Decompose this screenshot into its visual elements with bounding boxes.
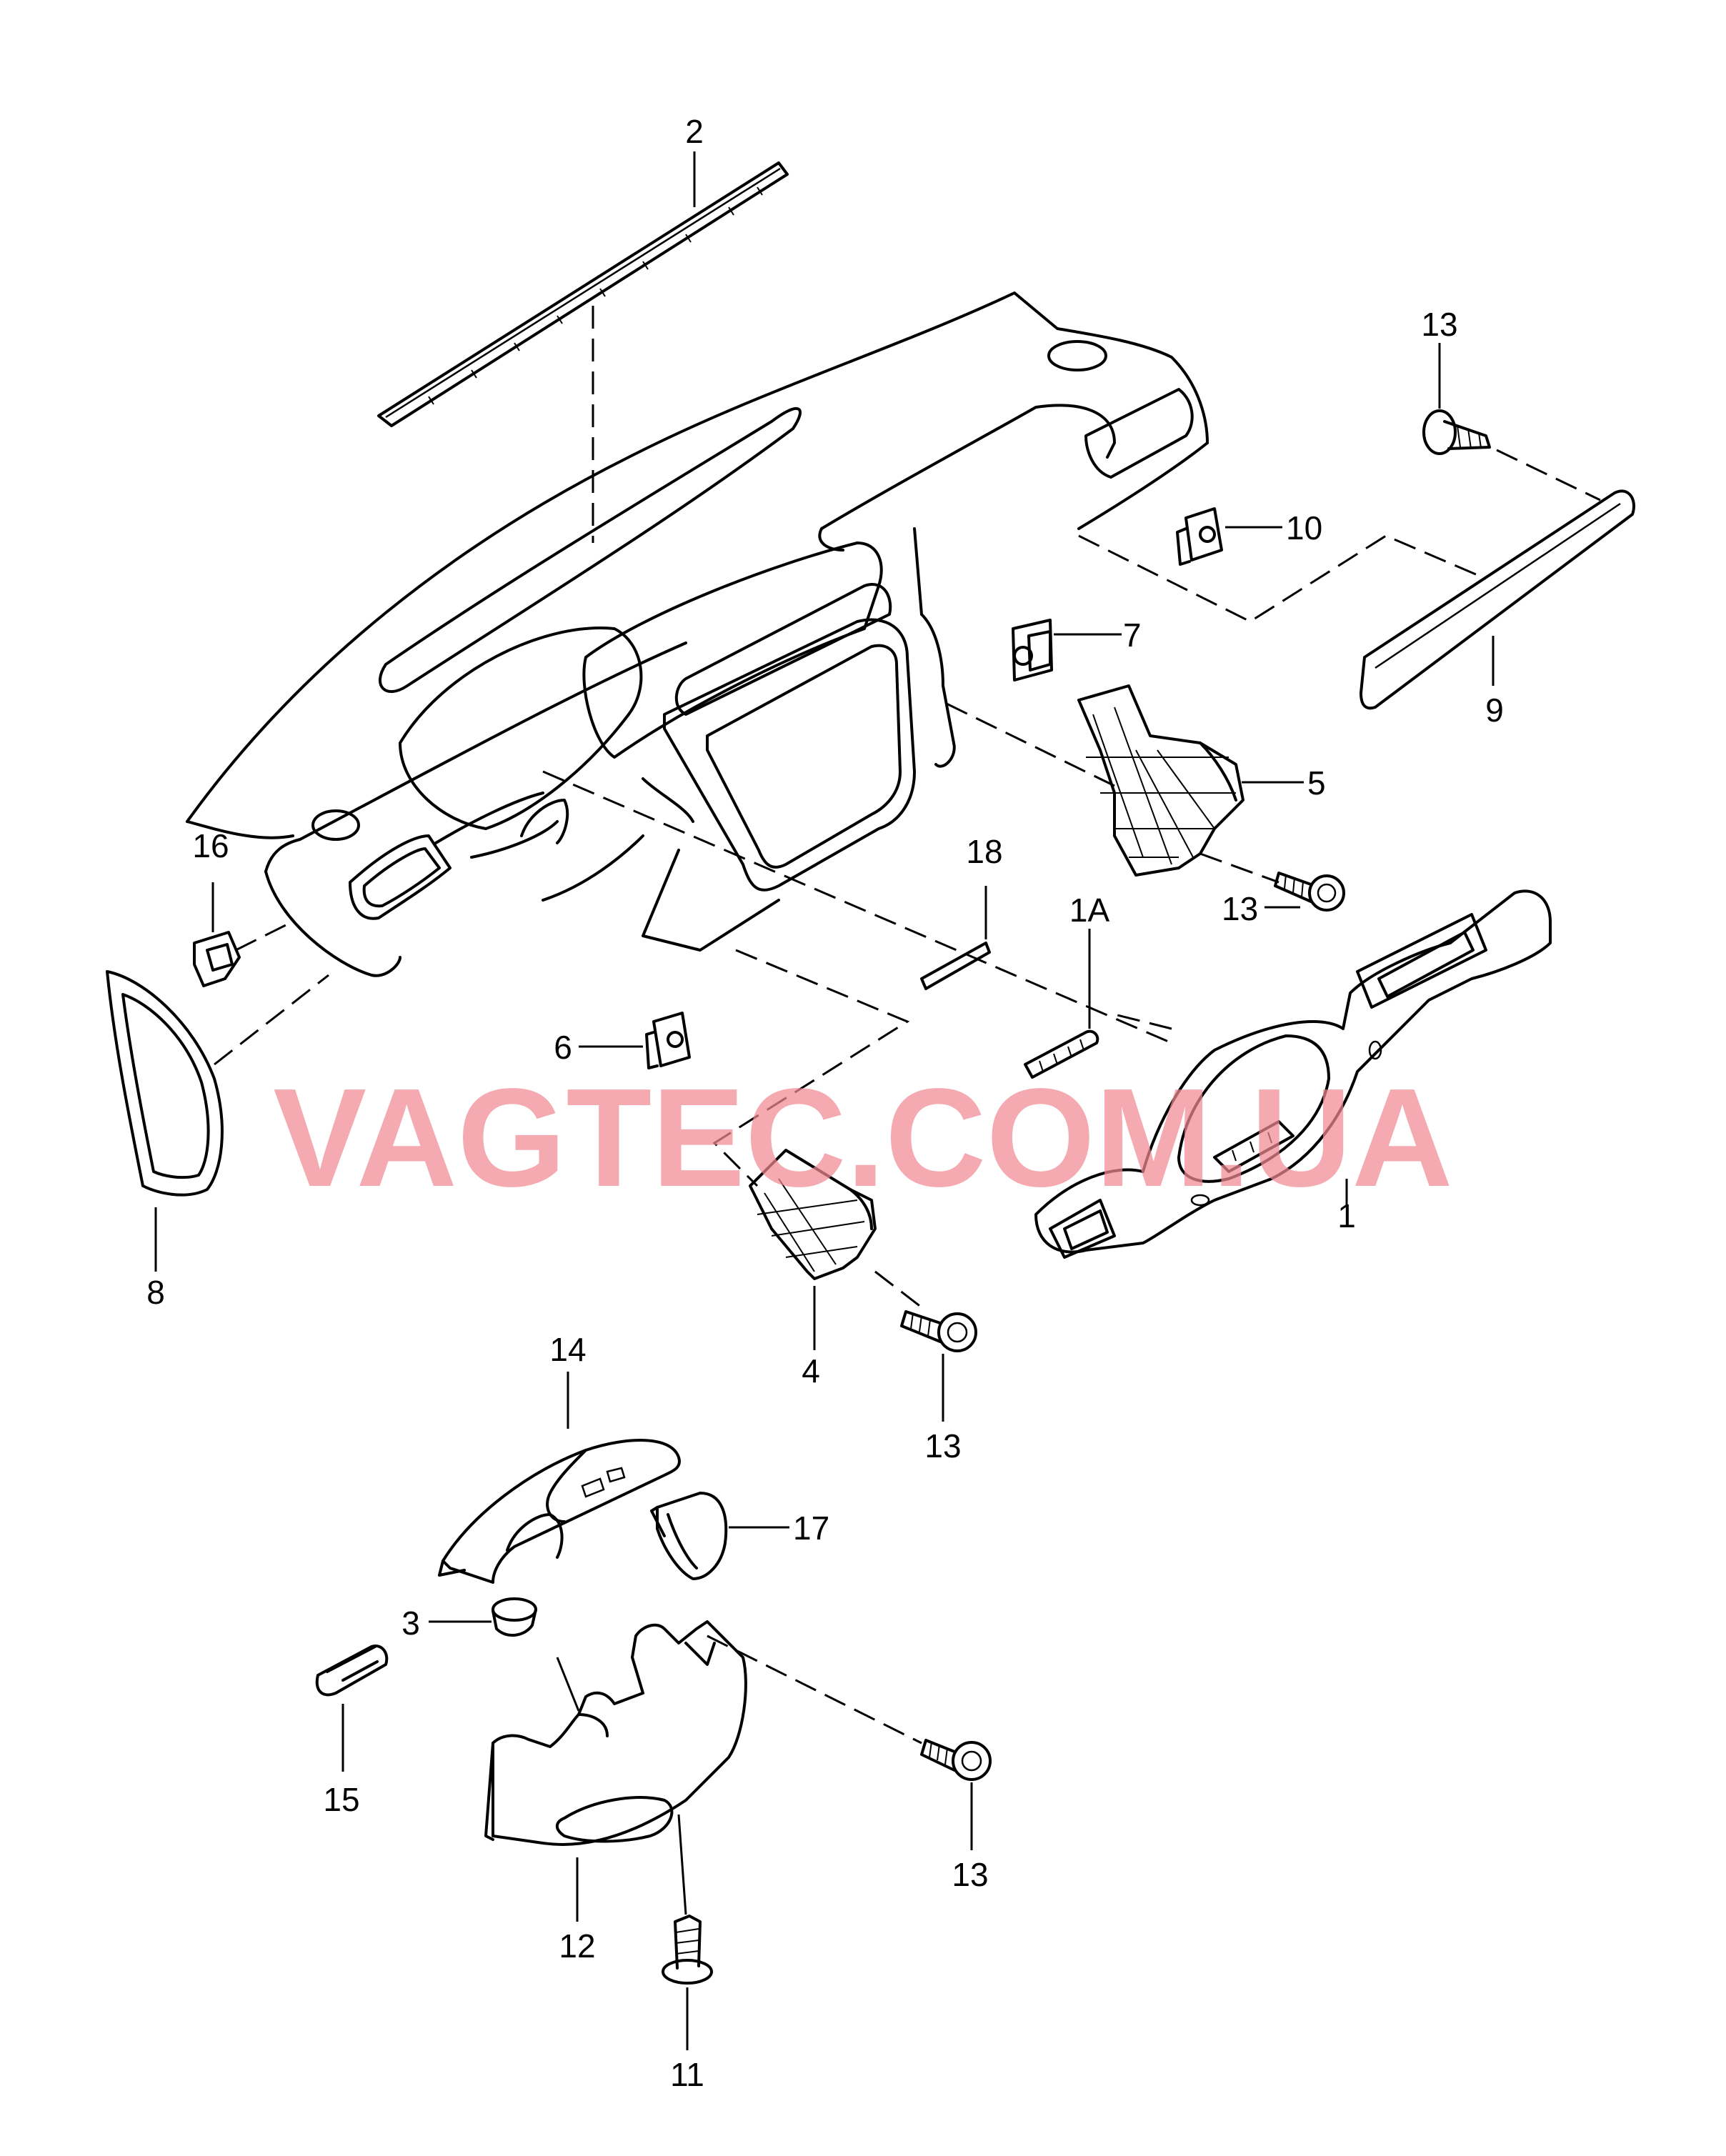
callout-13-top: 13 bbox=[1421, 306, 1457, 343]
callout-1: 1 bbox=[1337, 1197, 1356, 1234]
callout-6: 6 bbox=[554, 1029, 572, 1066]
cap-3 bbox=[492, 1597, 537, 1637]
watermark: VAGTEC.COM.UA bbox=[273, 1059, 1452, 1216]
screw-13-mid bbox=[1274, 872, 1345, 912]
callout-18: 18 bbox=[966, 833, 1002, 870]
callout-15: 15 bbox=[323, 1781, 359, 1818]
clip-10 bbox=[1176, 507, 1223, 566]
screw-13-lower bbox=[920, 1739, 992, 1781]
dashboard-panel bbox=[186, 291, 1209, 977]
leader-lines bbox=[154, 151, 1495, 2050]
screw-11 bbox=[662, 1915, 713, 1985]
end-cap-8 bbox=[106, 970, 224, 1197]
callout-7: 7 bbox=[1123, 617, 1142, 654]
callout-labels: 2 13 10 7 9 5 13 18 1A 1 16 8 6 4 13 14 … bbox=[146, 113, 1504, 2093]
callout-13-lower: 13 bbox=[952, 1856, 988, 1893]
callout-11: 11 bbox=[670, 2056, 704, 2093]
callout-3: 3 bbox=[401, 1604, 420, 1642]
column-shroud-upper-14 bbox=[438, 1439, 681, 1584]
clip-6 bbox=[645, 1012, 691, 1069]
callout-14: 14 bbox=[549, 1331, 586, 1368]
trim-strip-9 bbox=[1360, 489, 1635, 710]
callout-5: 5 bbox=[1307, 764, 1326, 802]
callout-1a: 1A bbox=[1069, 892, 1110, 929]
screw-13-center bbox=[900, 1310, 977, 1352]
callout-8: 8 bbox=[146, 1274, 165, 1311]
callout-13-mid: 13 bbox=[1222, 890, 1258, 927]
bracket-1a bbox=[1024, 1029, 1099, 1079]
assembly-lines bbox=[214, 306, 1601, 1745]
callout-12: 12 bbox=[559, 1927, 595, 1965]
callout-16: 16 bbox=[192, 827, 229, 864]
screw-13-top bbox=[1422, 409, 1491, 455]
callout-2: 2 bbox=[685, 113, 704, 150]
callout-13-center: 13 bbox=[924, 1427, 961, 1464]
strip-18 bbox=[920, 942, 991, 990]
clip-16 bbox=[193, 931, 241, 987]
callout-17: 17 bbox=[793, 1509, 829, 1547]
clip-15 bbox=[315, 1645, 389, 1697]
callout-9: 9 bbox=[1485, 692, 1504, 729]
air-duct-4 bbox=[749, 1149, 877, 1280]
air-duct-5 bbox=[1077, 684, 1244, 877]
defroster-vent-strip bbox=[377, 161, 789, 427]
vent-bezel-1 bbox=[1034, 889, 1552, 1259]
callout-4: 4 bbox=[802, 1352, 820, 1389]
clip-7 bbox=[1012, 619, 1053, 682]
column-shroud-lower-12 bbox=[484, 1620, 747, 1846]
callout-10: 10 bbox=[1286, 509, 1322, 547]
cover-17 bbox=[650, 1492, 728, 1580]
